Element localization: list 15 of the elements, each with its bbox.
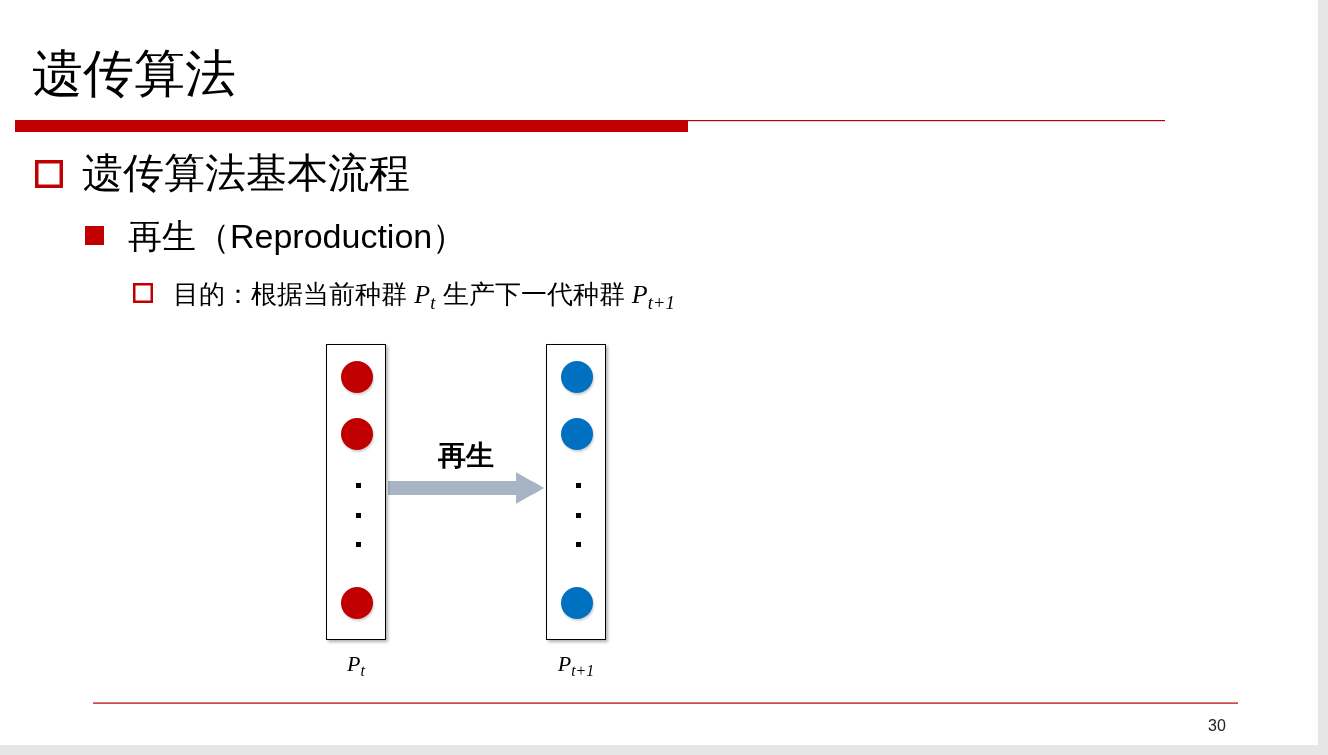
section-heading: 遗传算法基本流程 (82, 149, 410, 197)
population-label: P$_{t+1}$ (557, 651, 595, 677)
individual-dot (341, 587, 373, 619)
page-number: 30 (1208, 716, 1226, 736)
slide-title: 遗传算法 (32, 45, 236, 104)
bullet-text: 目的：根据当前种群 P$_{t}$ 生产下一代种群 P$_{t+1}$ (173, 278, 675, 312)
individual-dot (341, 361, 373, 393)
individual-dot (561, 418, 593, 450)
population-label: P$_{t}$ (347, 651, 365, 677)
subsection-heading: 再生（Reproduction） (128, 216, 467, 257)
individual-dot (341, 418, 373, 450)
individual-dot (561, 587, 593, 619)
arrow (388, 472, 544, 504)
individual-dot (561, 361, 593, 393)
edge-label: 再生 (438, 439, 494, 473)
